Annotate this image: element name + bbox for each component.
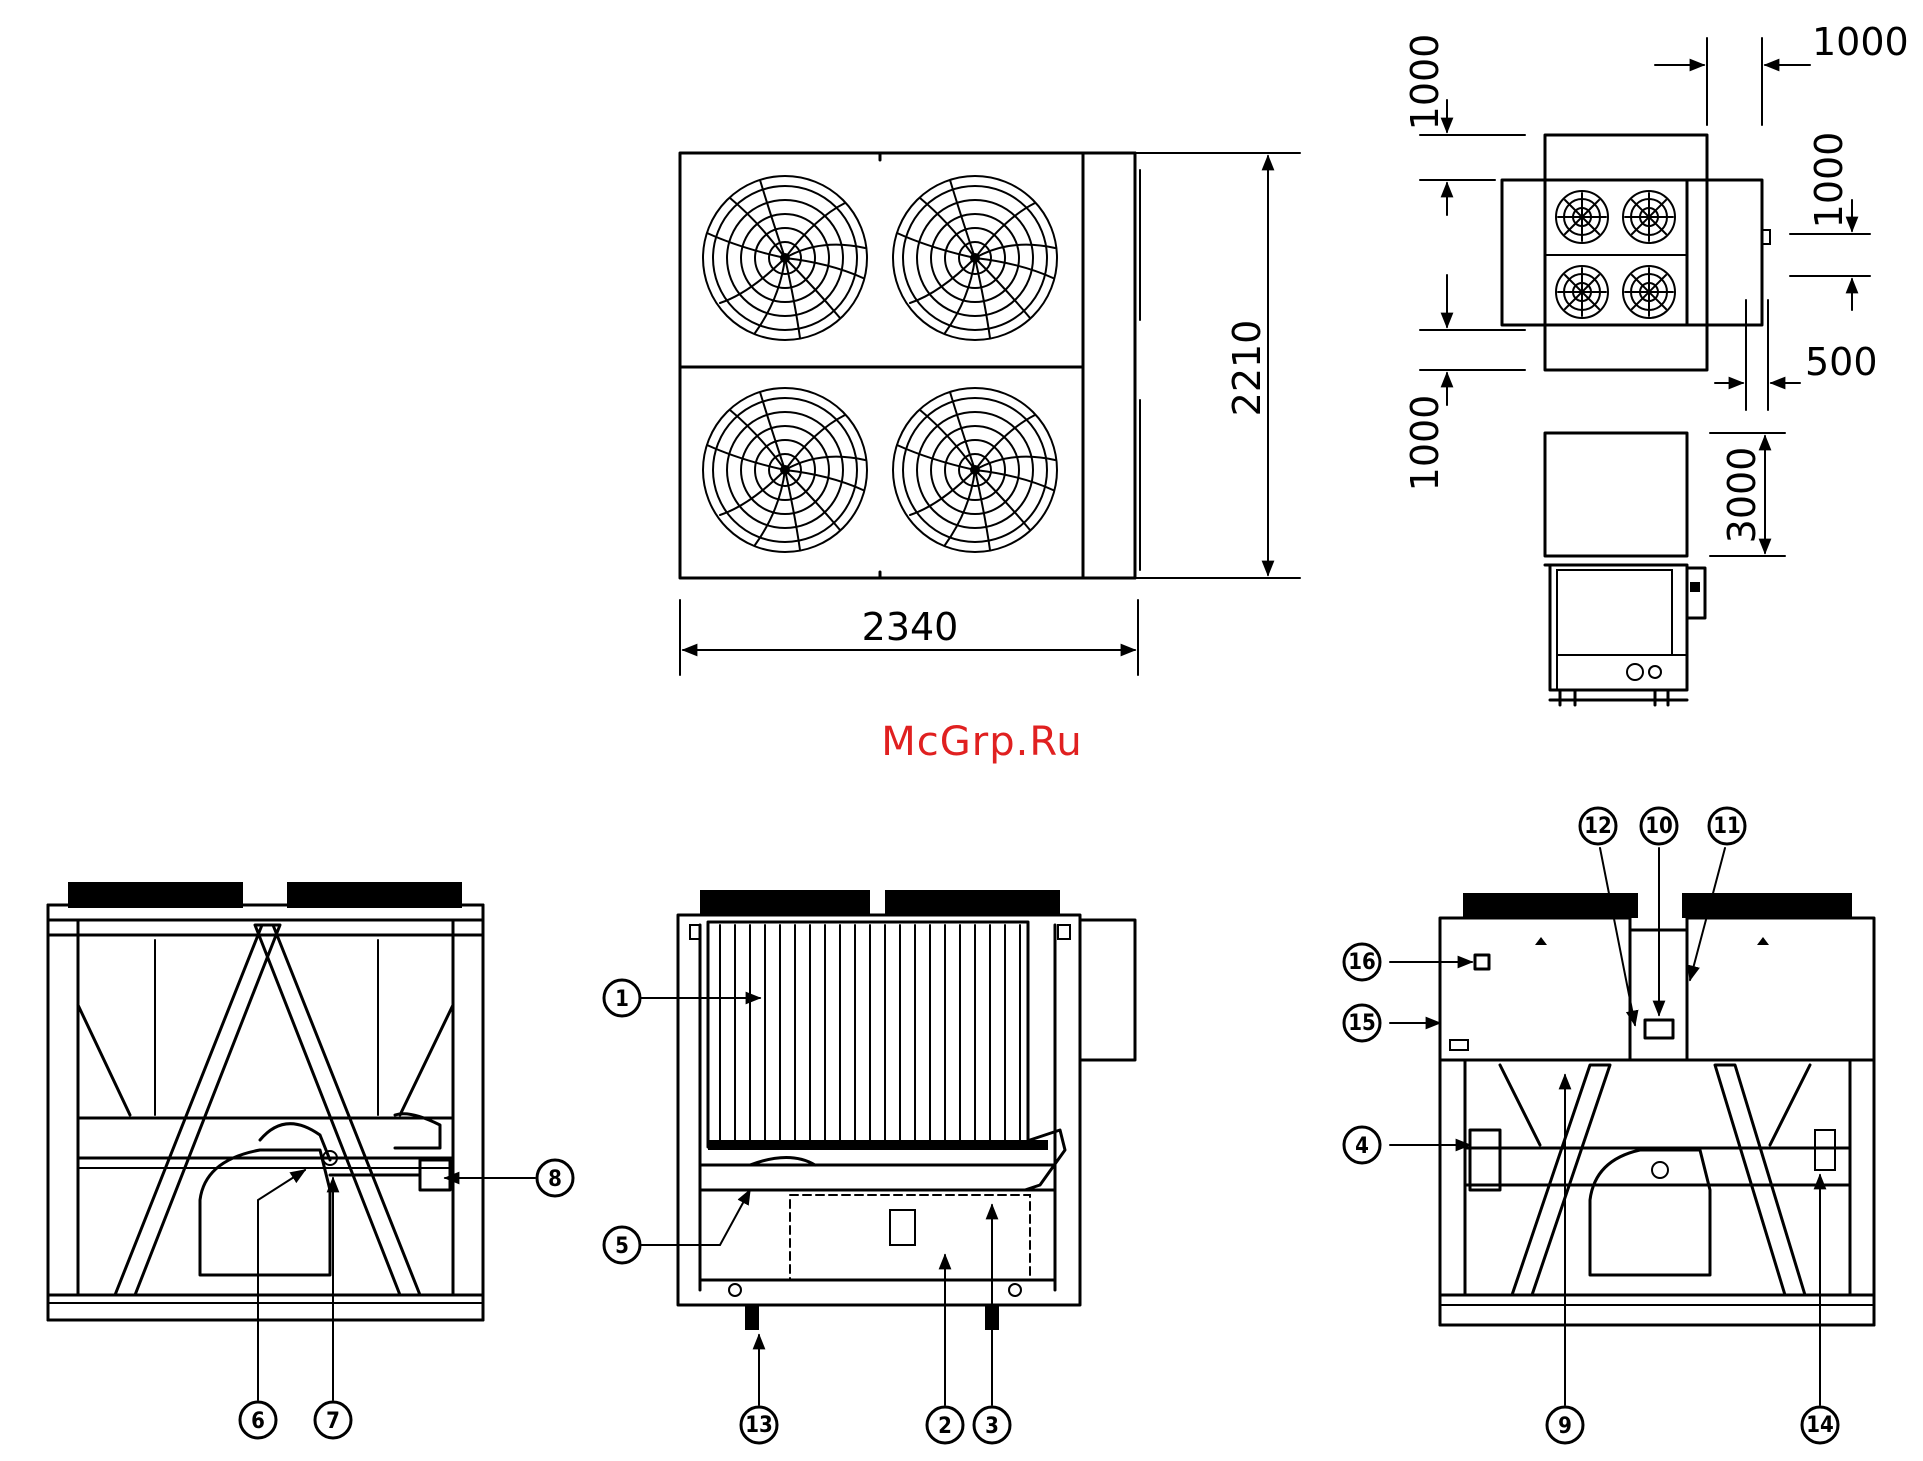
callout-6: 6 (240, 1402, 276, 1438)
callout-8: 8 (537, 1160, 573, 1196)
svg-text:9: 9 (1558, 1414, 1572, 1439)
svg-text:4: 4 (1355, 1134, 1369, 1159)
rear-view (1440, 893, 1874, 1325)
svg-text:15: 15 (1348, 1011, 1376, 1036)
dimension-right-bottom-500: 500 (1805, 340, 1878, 384)
front-view (678, 890, 1135, 1330)
callout-10: 10 (1641, 808, 1677, 844)
dimension-3000: 3000 (1720, 447, 1764, 544)
svg-text:14: 14 (1806, 1413, 1834, 1438)
callout-7: 7 (315, 1402, 351, 1438)
callout-leaders (258, 848, 1820, 1405)
svg-text:6: 6 (251, 1409, 265, 1434)
callout-13: 13 (741, 1407, 777, 1443)
end-view-left (48, 882, 483, 1320)
callout-16: 16 (1344, 944, 1380, 980)
svg-text:12: 12 (1584, 814, 1612, 839)
watermark-text: McGrp.Ru (881, 719, 1082, 765)
callout-11: 11 (1709, 808, 1745, 844)
callout-2: 2 (927, 1407, 963, 1443)
svg-text:8: 8 (548, 1167, 562, 1192)
dimension-left-top-1000: 1000 (1403, 34, 1447, 131)
svg-text:5: 5 (615, 1234, 629, 1259)
callout-15: 15 (1344, 1005, 1380, 1041)
svg-text:1: 1 (615, 987, 629, 1012)
callout-9: 9 (1547, 1407, 1583, 1443)
callout-4: 4 (1344, 1127, 1380, 1163)
clearance-diagram: 1000 1000 1000 1000 500 3000 (1403, 20, 1909, 705)
dimension-2210: 2210 (1225, 320, 1269, 417)
dimension-left-bottom-1000: 1000 (1403, 395, 1447, 492)
dimension-2340: 2340 (862, 605, 959, 649)
dimension-top-right-1000: 1000 (1812, 20, 1909, 64)
callout-1: 1 (604, 980, 640, 1016)
callout-14: 14 (1802, 1407, 1838, 1443)
dimension-right-mid-1000: 1000 (1807, 132, 1851, 229)
svg-text:2: 2 (938, 1414, 952, 1439)
svg-text:16: 16 (1348, 950, 1376, 975)
svg-text:11: 11 (1713, 814, 1741, 839)
callout-12: 12 (1580, 808, 1616, 844)
svg-text:7: 7 (326, 1409, 340, 1434)
svg-text:13: 13 (745, 1413, 773, 1438)
top-view: 2210 2340 (680, 153, 1300, 675)
svg-text:3: 3 (985, 1414, 999, 1439)
svg-text:10: 10 (1645, 814, 1673, 839)
callout-5: 5 (604, 1227, 640, 1263)
callout-3: 3 (974, 1407, 1010, 1443)
